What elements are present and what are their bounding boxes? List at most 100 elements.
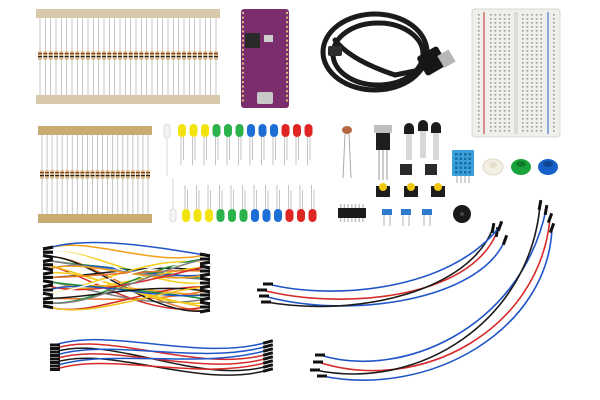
hole [540,70,542,72]
pin [286,21,288,24]
hole [503,130,506,132]
resistor-band [85,175,90,177]
resistor-band [144,56,149,58]
resistor-band [70,172,75,174]
hole [499,122,501,124]
pin [242,76,244,79]
hole [494,90,497,92]
resistor-band [55,175,60,177]
hole [508,74,510,76]
wire-end [42,291,54,297]
resistor-body [192,51,197,60]
hole [535,74,538,76]
hole [494,110,497,112]
pin [242,71,244,74]
hole [531,62,533,64]
hole [553,30,555,32]
hole [478,82,480,84]
resistor-band [40,175,44,177]
button-caps [482,158,558,176]
hole [503,86,506,88]
leds [163,123,317,223]
hole [508,82,510,84]
hole [508,94,510,96]
hole [531,34,533,36]
hole [526,130,529,132]
microcontroller-board [241,9,289,108]
hole [503,94,506,96]
hole [553,78,555,80]
hole [553,18,555,20]
hole [540,122,542,124]
hole [540,126,542,128]
grille-slot [455,153,458,156]
wire-end [43,275,53,279]
hole [535,126,538,128]
hole [478,86,480,88]
resistor-body [85,170,90,179]
sensor-grille [455,153,471,174]
jumper-wire [319,209,547,363]
hole [503,74,506,76]
hole [490,70,492,72]
hole [531,126,533,128]
hole [490,22,492,24]
hole [490,34,492,36]
hole [478,94,480,96]
grille-slot [455,157,458,160]
resistor-body [107,51,112,60]
hole [522,62,524,64]
hole [535,42,538,44]
wire-end [42,245,54,251]
hole [526,62,529,64]
resistor-body [214,51,218,60]
hole [499,26,501,28]
resistor-body [95,170,100,179]
hole [526,26,529,28]
hole [522,18,524,20]
led [169,208,177,223]
resistor-body [155,51,160,60]
led [297,209,305,222]
hole [540,118,542,120]
hole [494,62,497,64]
jumper-wire [54,345,269,357]
hole [540,14,542,16]
wire-end [200,257,210,261]
hole [508,126,510,128]
hole [478,18,480,20]
jumper-wire [47,280,206,304]
hole [553,114,555,116]
hole [535,98,538,100]
hole [478,22,480,24]
hole [540,130,542,132]
hole [499,118,501,120]
pin [286,58,288,60]
resistor-band [166,56,170,58]
pin [242,44,244,47]
hole [490,14,492,16]
grille-slot [455,166,458,169]
hole [499,62,501,64]
grille-slot [459,157,462,160]
resistor-body [134,51,138,60]
wire-end [42,254,54,259]
wire-end [50,347,60,350]
hole [490,58,492,60]
wire-end [50,364,60,368]
led [182,209,190,222]
hole [494,14,497,16]
wire-end [43,288,53,292]
resistor-band [139,56,144,58]
resistor-band [150,53,154,55]
hole [499,94,501,96]
hole [553,26,555,28]
hole [540,46,542,48]
potentiometers [382,209,432,226]
push-buttons [376,164,445,197]
resistor-body [140,170,145,179]
pin [242,30,244,33]
hole [490,54,492,56]
hole [499,50,501,52]
hole [478,78,480,80]
